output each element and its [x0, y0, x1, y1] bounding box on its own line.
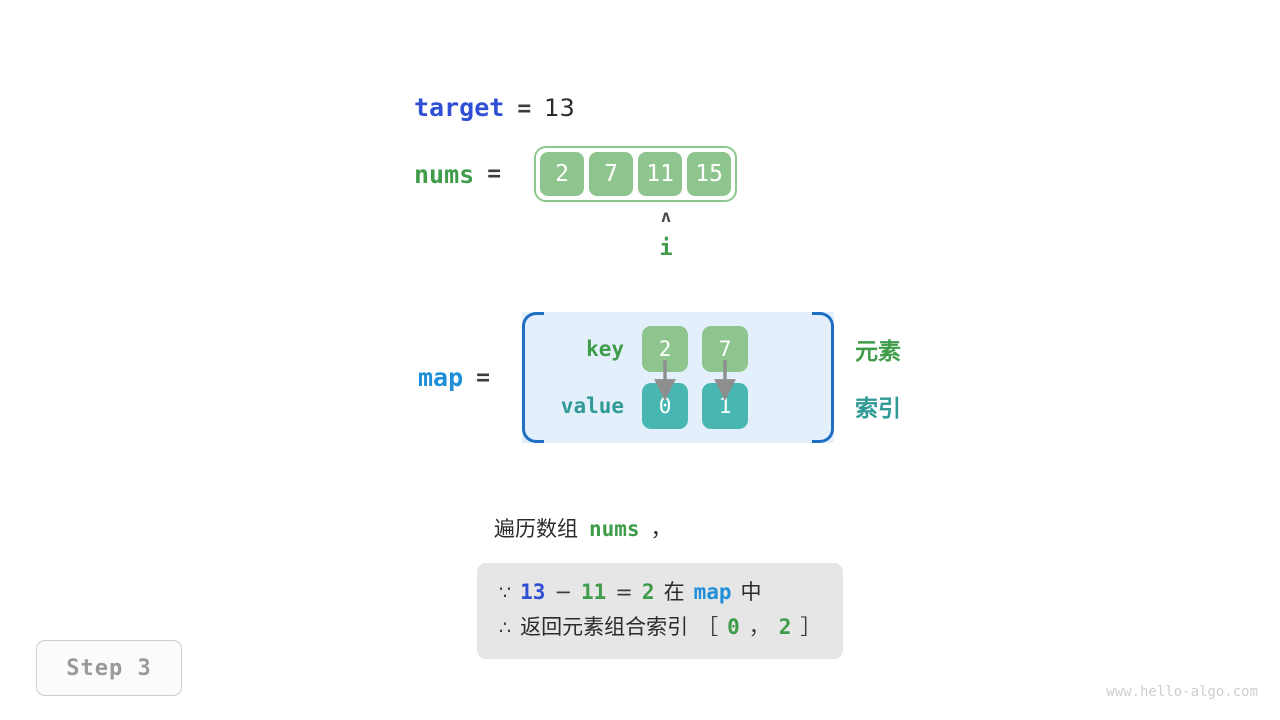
target-variable-name: target — [414, 93, 505, 122]
note-zhong: 中 — [740, 580, 762, 604]
minus-sign: − — [554, 580, 572, 604]
result-comma: ， — [748, 615, 770, 639]
array-cell: 11 — [636, 150, 685, 198]
array-cell: 2 — [538, 150, 587, 198]
hash-map-container: key 2 7 value 0 1 — [522, 312, 835, 443]
equals-sign: = — [615, 580, 633, 604]
map-key-cell: 7 — [702, 326, 749, 372]
array-cell: 15 — [685, 150, 734, 198]
caption-suffix: ， — [650, 517, 672, 541]
side-label-index: 索引 — [855, 396, 901, 422]
bracket-close: ］ — [800, 615, 822, 639]
map-equals-sign: = — [476, 364, 491, 391]
map-key-cell: 2 — [642, 326, 689, 372]
nums-declaration: nums = 2 7 11 15 — [414, 146, 738, 202]
because-symbol: ∵ — [499, 582, 512, 604]
target-equals-sign: = — [517, 96, 532, 122]
step-badge: Step 3 — [36, 640, 182, 696]
explanation-line-2: ∴ 返回元素组合索引 ［ 0 ， 2 ］ — [499, 610, 821, 645]
result-index-1: 2 — [778, 615, 792, 639]
therefore-symbol: ∴ — [499, 617, 512, 639]
bracket-open: ［ — [697, 615, 719, 639]
note-operand-target: 13 — [520, 580, 546, 604]
note-return-text: 返回元素组合索引 — [520, 615, 689, 639]
pointer-label-i: i — [659, 236, 673, 261]
target-declaration: target = 13 — [414, 93, 575, 122]
nums-variable-name: nums — [414, 159, 475, 189]
explanation-line-1: ∵ 13 − 11 = 2 在 map 中 — [499, 575, 821, 610]
caption-keyword: nums — [589, 517, 640, 541]
nums-array: 2 7 11 15 — [534, 146, 738, 202]
map-side-labels: 元素 索引 — [855, 312, 901, 443]
map-variable-name: map — [418, 363, 464, 392]
caret-up-icon: ʌ — [660, 207, 672, 227]
note-operand-current: 11 — [581, 580, 607, 604]
array-cell: 7 — [587, 150, 636, 198]
map-value-row: value 0 1 — [522, 383, 834, 429]
caption-prefix: 遍历数组 — [494, 517, 578, 541]
note-result: 2 — [641, 580, 655, 604]
index-pointer: ʌ i — [648, 208, 684, 264]
map-key-label: key — [586, 337, 625, 361]
map-declaration: map = key 2 7 value 0 1 — [418, 312, 835, 443]
nums-equals-sign: = — [487, 161, 502, 187]
note-zai: 在 — [663, 580, 685, 604]
map-key-row: key 2 7 — [522, 326, 834, 372]
footer-watermark: www.hello-algo.com — [1106, 684, 1258, 700]
map-value-label: value — [560, 394, 625, 418]
map-value-cell: 0 — [642, 383, 689, 429]
side-label-element: 元素 — [855, 339, 901, 365]
explanation-box: ∵ 13 − 11 = 2 在 map 中 ∴ 返回元素组合索引 ［ 0 ， 2… — [477, 563, 843, 659]
note-map-keyword: map — [693, 580, 732, 604]
result-index-0: 0 — [727, 615, 740, 639]
target-value: 13 — [544, 94, 575, 122]
map-value-cell: 1 — [702, 383, 749, 429]
caption-text: 遍历数组 nums ， — [494, 513, 672, 543]
